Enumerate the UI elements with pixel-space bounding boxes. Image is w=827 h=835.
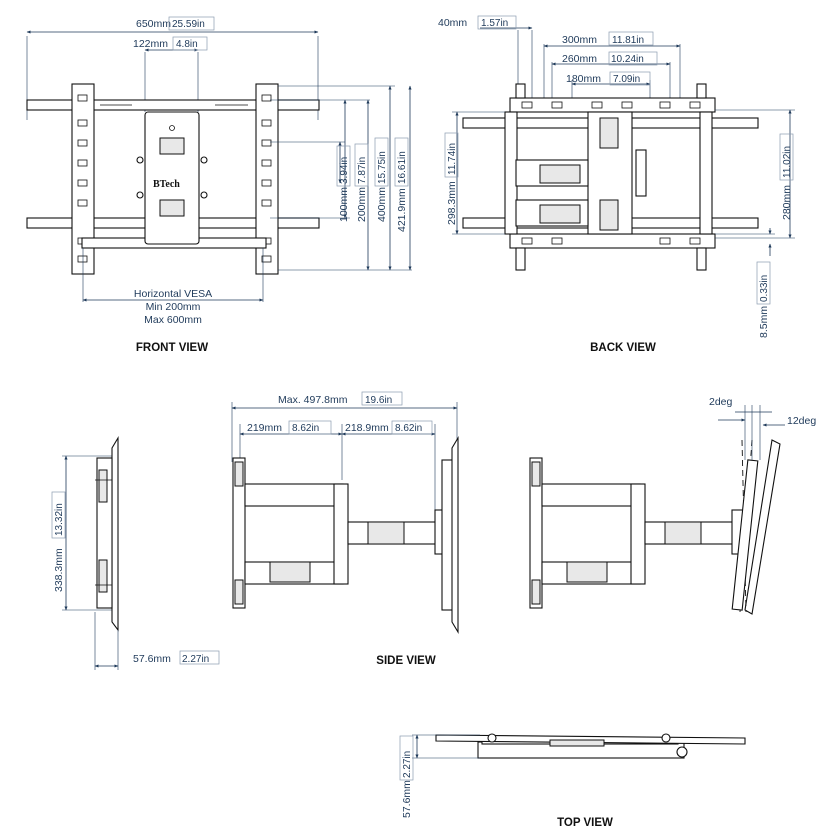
- vesa-max: Max 600mm: [144, 314, 202, 326]
- side-b2189-mm: 218.9mm: [345, 422, 389, 434]
- side-max-mm: Max. 497.8mm: [278, 394, 348, 406]
- front-h4219-in: 16.61in: [397, 151, 408, 184]
- side-d576-mm: 57.6mm: [133, 653, 171, 665]
- back-d180-in: 7.09in: [613, 74, 640, 85]
- vesa-label: Horizontal VESA: [134, 288, 212, 300]
- front-h400-in: 15.75in: [377, 151, 388, 184]
- back-d300-in: 11.81in: [612, 35, 644, 46]
- side-h3383-mm: 338.3mm: [53, 548, 65, 592]
- side-tilt-up: 2deg: [709, 396, 733, 408]
- front-view-title: FRONT VIEW: [136, 342, 208, 354]
- back-h2983-mm: 298.3mm: [446, 181, 458, 225]
- side-h3383-in: 13.32in: [54, 503, 65, 536]
- side-view-extended: Max. 497.8mm 19.6in 219mm 8.62in 218.9mm…: [231, 391, 459, 667]
- back-d260-mm: 260mm: [562, 53, 597, 65]
- back-h280-in: 11.02in: [782, 146, 793, 178]
- front-h4219-mm: 421.9mm: [396, 188, 408, 232]
- front-h400-mm: 400mm: [376, 187, 388, 222]
- side-a219-in: 8.62in: [292, 423, 319, 434]
- top-d576-mm: 57.6mm: [401, 780, 413, 818]
- back-view: 40mm 1.57in 300mm 11.81in 260mm 10.24in …: [438, 15, 795, 354]
- front-width-in: 25.59in: [172, 19, 205, 30]
- back-d40-mm: 40mm: [438, 17, 467, 29]
- top-view-title: TOP VIEW: [557, 817, 613, 829]
- back-h85-in: 0.33in: [759, 275, 770, 302]
- side-view-title: SIDE VIEW: [376, 655, 436, 667]
- back-h2983-in: 11.74in: [447, 143, 458, 175]
- back-view-title: BACK VIEW: [590, 342, 656, 354]
- side-a219-mm: 219mm: [247, 422, 282, 434]
- side-tilt-down: 12deg: [787, 415, 816, 427]
- front-width-mm: 650mm: [136, 18, 171, 30]
- front-h100-mm: 100mm: [338, 187, 350, 222]
- back-h85-mm: 8.5mm: [758, 306, 770, 338]
- back-d40-in: 1.57in: [481, 18, 508, 29]
- back-d260-in: 10.24in: [611, 54, 644, 65]
- side-view-folded: 338.3mm 13.32in 57.6mm 2.27in: [51, 436, 220, 670]
- front-h200-mm: 200mm: [356, 187, 368, 222]
- back-d300-mm: 300mm: [562, 34, 597, 46]
- front-plate-mm: 122mm: [133, 38, 168, 50]
- front-plate-in: 4.8in: [176, 39, 198, 50]
- top-d576-in: 2.27in: [402, 751, 413, 778]
- side-max-in: 19.6in: [365, 395, 392, 406]
- top-view: 57.6mm 2.27in TOP VIEW: [399, 733, 746, 829]
- side-d576-in: 2.27in: [182, 654, 209, 665]
- back-d180-mm: 180mm: [566, 73, 601, 85]
- front-h100-in: 3.94in: [339, 157, 350, 184]
- back-h280-mm: 280mm: [781, 185, 793, 220]
- side-b2189-in: 8.62in: [395, 423, 422, 434]
- vesa-min: Min 200mm: [146, 301, 201, 313]
- side-view-tilt: 2deg 12deg: [529, 396, 816, 615]
- front-h200-in: 7.87in: [357, 157, 368, 184]
- brand-logo: BTech: [153, 179, 180, 190]
- front-view: 650mm 25.59in 122mm 4.8in: [26, 16, 412, 354]
